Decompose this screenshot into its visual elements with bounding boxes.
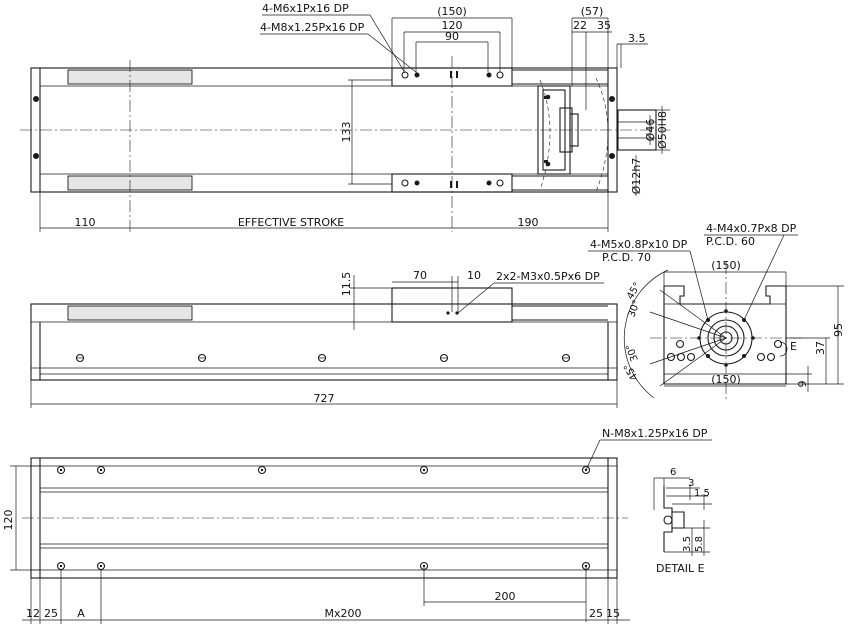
bottom-view: N-M8x1.25Px16 DP 120 200 12 25 A Mx200 2… (2, 427, 712, 624)
callout-n: N-M8x1.25Px16 DP (602, 427, 708, 440)
end-screw (33, 96, 39, 102)
end-profile (663, 285, 787, 385)
m6-hole (401, 179, 409, 187)
side-body-outline (30, 303, 618, 381)
top-view: (150) 120 90 4-M6x1Px16 DP 4-M8x1.25Px16… (20, 2, 670, 232)
dim-11-5: 11.5 (340, 272, 353, 297)
side-view: 70 10 11.5 2x2-M3x0.5Px6 DP 727 (30, 269, 618, 408)
angle-30-top: 30° (626, 299, 642, 319)
dim-200: 200 (495, 590, 516, 603)
pcd-70: P.C.D. 70 (602, 251, 651, 264)
angle-45-bot: 45° (622, 361, 640, 382)
m6-hole (401, 71, 409, 79)
dim-133: 133 (340, 122, 353, 143)
dim-90: 90 (445, 30, 459, 43)
dim-22: 22 (573, 19, 587, 32)
dim-727: 727 (314, 392, 335, 405)
m6-hole (496, 179, 504, 187)
side-screws (75, 353, 571, 363)
dim-190: 190 (518, 216, 539, 229)
dim-phi50: Ø50H8 (656, 111, 669, 149)
angle-30-bot: 30° (624, 342, 640, 362)
detail-dim-3-5: 3.5 (682, 536, 693, 552)
detail-e-title: DETAIL E (656, 562, 705, 575)
dim-150-bottom: (150) (711, 373, 741, 386)
pcd-60: P.C.D. 60 (706, 235, 755, 248)
dim-35: 35 (597, 19, 611, 32)
detail-dim-3: 3 (688, 478, 694, 489)
dim-25-left: 25 (44, 607, 58, 620)
detail-e: 6 3 1.5 3.5 5.8 DETAIL E (653, 467, 712, 575)
end-screw (609, 153, 615, 159)
dim-10: 10 (467, 269, 481, 282)
m8-hole (486, 72, 492, 78)
dim-120: 120 (442, 19, 463, 32)
dim-120-left: 120 (2, 510, 15, 531)
effective-stroke-label: EFFECTIVE STROKE (238, 216, 344, 229)
dim-a: A (77, 607, 85, 620)
callout-m4: 4-M4x0.7Px8 DP (706, 222, 797, 235)
motor-flange (617, 109, 657, 151)
dim-110: 110 (75, 216, 96, 229)
detail-e-marker: E (790, 340, 797, 353)
dim-70: 70 (413, 269, 427, 282)
detail-dim-1-5: 1.5 (694, 488, 710, 499)
dim-phi46: Ø46 (644, 119, 657, 142)
dim-37: 37 (814, 341, 827, 355)
dim-9: 9 (796, 381, 809, 388)
dim-95: 95 (832, 323, 845, 337)
dim-25-right: 25 (589, 607, 603, 620)
callout-m8: 4-M8x1.25Px16 DP (260, 21, 365, 34)
end-view: 45° 30° 30° 45° 4-M5x0.8Px10 DP P.C.D. 7… (588, 222, 845, 400)
end-screw (609, 96, 615, 102)
detail-dim-5-8: 5.8 (694, 536, 705, 552)
m8-hole (486, 180, 492, 186)
dim-mx200: Mx200 (325, 607, 362, 620)
dim-phi12: Ø12h7 (630, 158, 643, 195)
dim-12: 12 (26, 607, 40, 620)
callout-m6: 4-M6x1Px16 DP (262, 2, 349, 15)
callout-m5: 4-M5x0.8Px10 DP (590, 238, 688, 251)
dim-150: (150) (437, 5, 467, 18)
dim-15: 15 (606, 607, 620, 620)
dim-3-5: 3.5 (628, 32, 646, 45)
m6-hole (496, 71, 504, 79)
side-rail-cover (67, 305, 193, 321)
detail-dim-6: 6 (670, 467, 676, 478)
dim-150-top: (150) (711, 259, 741, 272)
m8-hole (414, 180, 420, 186)
dim-57: (57) (581, 5, 604, 18)
end-screw (33, 153, 39, 159)
m8-hole (414, 72, 420, 78)
callout-m3: 2x2-M3x0.5Px6 DP (496, 270, 600, 283)
